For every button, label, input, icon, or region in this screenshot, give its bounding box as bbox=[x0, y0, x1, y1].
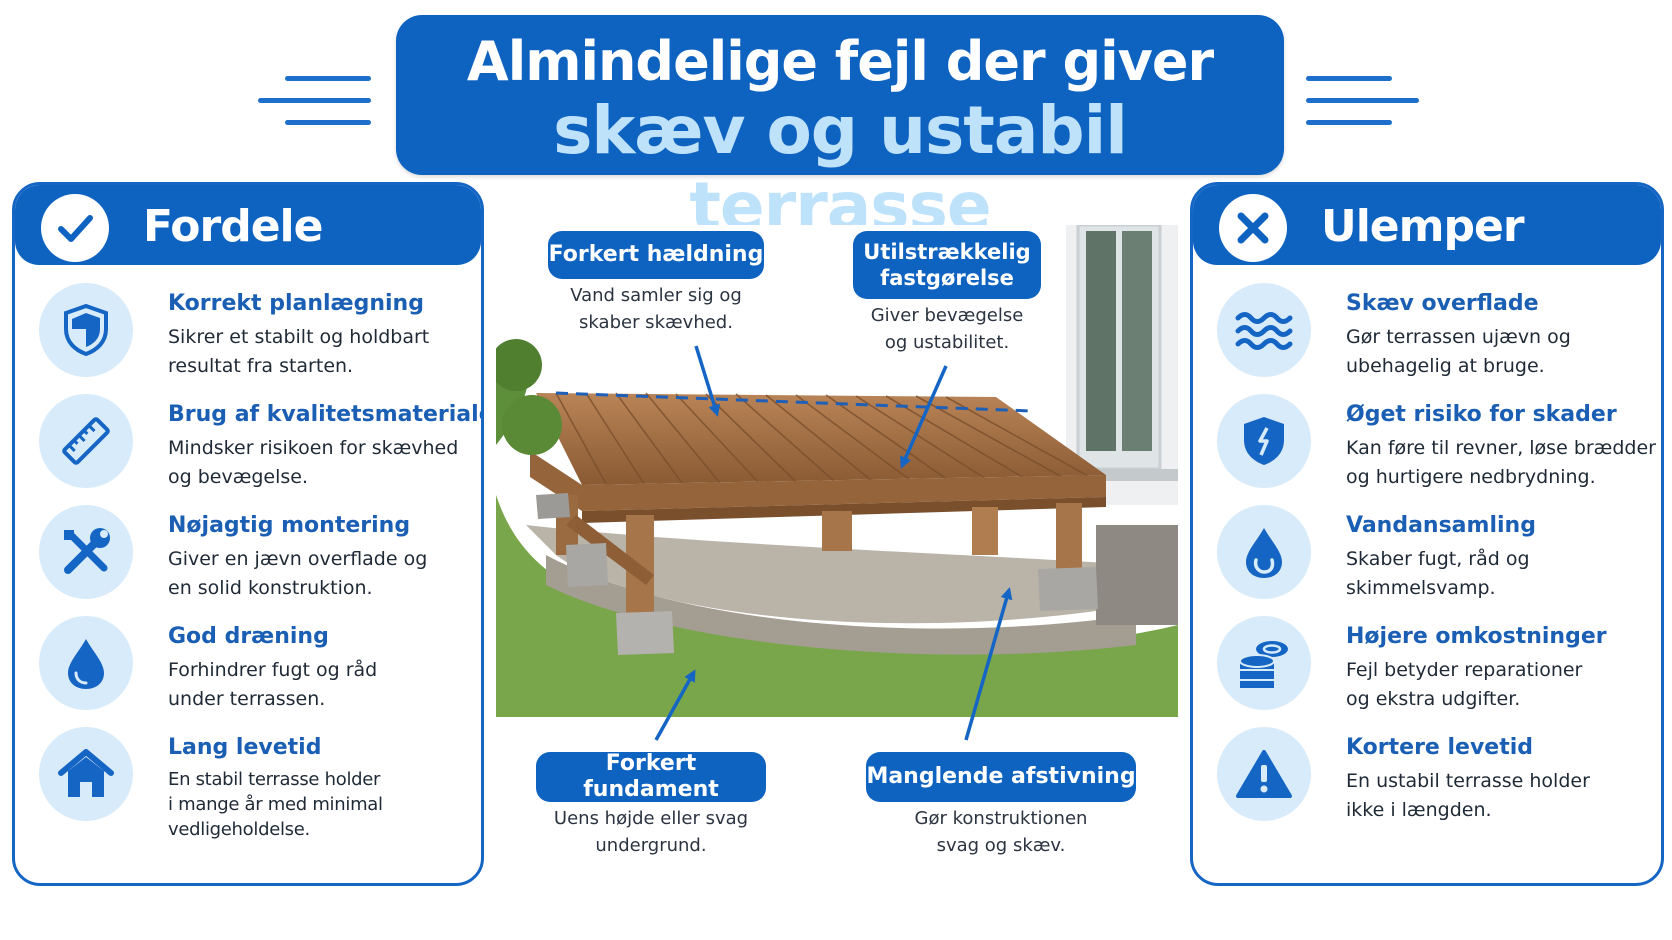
title-decoration-line bbox=[1306, 120, 1392, 125]
pros-item-text: Mindsker risikoen for skævhed og bevægel… bbox=[168, 437, 459, 488]
title-decoration-line bbox=[258, 98, 371, 103]
cons-panel: Ulemper Skæv overflade Gør terrassen ujæ… bbox=[1190, 182, 1664, 886]
callout-wrong-slope: Forkert hældning bbox=[548, 231, 764, 279]
pros-item-title: Nøjagtig montering bbox=[168, 513, 411, 538]
pros-item: Lang levetid En stabil terrasse holder i… bbox=[39, 727, 473, 840]
pros-item: God dræning Forhindrer fugt og råd under… bbox=[39, 616, 473, 726]
pros-item: Brug af kvalitetsmaterialer Mindsker ris… bbox=[39, 394, 481, 504]
title-decoration-line bbox=[1306, 76, 1392, 81]
callout-insufficient-fastening-desc: Giver bevægelse og ustabilitet. bbox=[870, 305, 1024, 353]
cons-item-title: Vandansamling bbox=[1346, 513, 1536, 538]
cons-item-title: Kortere levetid bbox=[1346, 735, 1534, 760]
title-line-1: Almindelige fejl der giver bbox=[466, 30, 1214, 93]
pros-panel: Fordele Korrekt planlægning Sikrer et st… bbox=[12, 182, 484, 886]
broken-shield-icon bbox=[1217, 394, 1311, 488]
cons-item: Vandansamling Skaber fugt, råd og skimme… bbox=[1217, 505, 1653, 615]
cons-item-text: Skaber fugt, råd og skimmelsvamp. bbox=[1346, 548, 1530, 599]
pros-heading: Fordele bbox=[143, 201, 323, 252]
callout-wrong-slope-desc: Vand samler sig og skaber skævhed. bbox=[570, 285, 742, 333]
check-icon bbox=[41, 194, 109, 262]
cons-item-title: Øget risiko for skader bbox=[1346, 402, 1617, 427]
pros-item: Korrekt planlægning Sikrer et stabilt og… bbox=[39, 283, 473, 393]
warning-icon bbox=[1217, 727, 1311, 821]
title-decoration-line bbox=[285, 76, 371, 81]
pros-item-text: Giver en jævn overflade og en solid kons… bbox=[168, 548, 428, 599]
pros-item-text: Sikrer et stabilt og holdbart resultat f… bbox=[168, 326, 430, 377]
cons-heading: Ulemper bbox=[1321, 201, 1525, 252]
cons-panel-header: Ulemper bbox=[1193, 185, 1661, 265]
shield-icon bbox=[39, 283, 133, 377]
waves-icon bbox=[1217, 283, 1311, 377]
pros-item-title: Lang levetid bbox=[168, 735, 322, 760]
callout-wrong-foundation-desc: Uens højde eller svag undergrund. bbox=[553, 808, 749, 856]
title-banner: Almindelige fejl der giver skæv og ustab… bbox=[396, 15, 1284, 245]
moisture-drop-icon bbox=[1217, 505, 1311, 599]
cons-item-title: Skæv overflade bbox=[1346, 291, 1539, 316]
title-decoration-line bbox=[285, 120, 371, 125]
cons-item-text: Gør terrassen ujævn og ubehagelig at bru… bbox=[1346, 326, 1571, 377]
pros-item-text: En stabil terrasse holder i mange år med… bbox=[168, 769, 383, 840]
cons-item: Kortere levetid En ustabil terrasse hold… bbox=[1217, 727, 1653, 837]
pros-item-text: Forhindrer fugt og råd under terrassen. bbox=[168, 659, 378, 710]
callout-wrong-foundation: Forkert fundament bbox=[536, 751, 766, 802]
cons-item: Øget risiko for skader Kan føre til revn… bbox=[1217, 394, 1656, 504]
cons-item: Skæv overflade Gør terrassen ujævn og ub… bbox=[1217, 283, 1653, 393]
pros-item: Nøjagtig montering Giver en jævn overfla… bbox=[39, 505, 473, 615]
water-drop-icon bbox=[39, 616, 133, 710]
cons-item-title: Højere omkostninger bbox=[1346, 624, 1607, 649]
pros-panel-header: Fordele bbox=[15, 185, 481, 265]
pros-item-title: Korrekt planlægning bbox=[168, 291, 424, 316]
cons-item-text: Kan føre til revner, løse brædder og hur… bbox=[1346, 437, 1656, 488]
tools-icon bbox=[39, 505, 133, 599]
house-icon bbox=[39, 727, 133, 821]
callout-missing-bracing: Manglende afstivning bbox=[866, 752, 1136, 802]
cons-item-text: En ustabil terrasse holder ikke i længde… bbox=[1346, 770, 1590, 821]
cons-item: Højere omkostninger Fejl betyder reparat… bbox=[1217, 616, 1653, 726]
cross-icon bbox=[1219, 194, 1287, 262]
title-decoration-line bbox=[1306, 98, 1419, 103]
callout-missing-bracing-desc: Gør konstruktionen svag og skæv. bbox=[914, 808, 1088, 856]
title-line-2: skæv og ustabil terrasse bbox=[553, 92, 1128, 245]
pros-item-title: Brug af kvalitetsmaterialer bbox=[168, 402, 484, 427]
cons-item-text: Fejl betyder reparationer og ekstra udgi… bbox=[1346, 659, 1583, 710]
ruler-icon bbox=[39, 394, 133, 488]
callout-insufficient-fastening: Utilstrækkelig fastgørelse bbox=[853, 231, 1041, 299]
coins-icon bbox=[1217, 616, 1311, 710]
pros-item-title: God dræning bbox=[168, 624, 329, 649]
